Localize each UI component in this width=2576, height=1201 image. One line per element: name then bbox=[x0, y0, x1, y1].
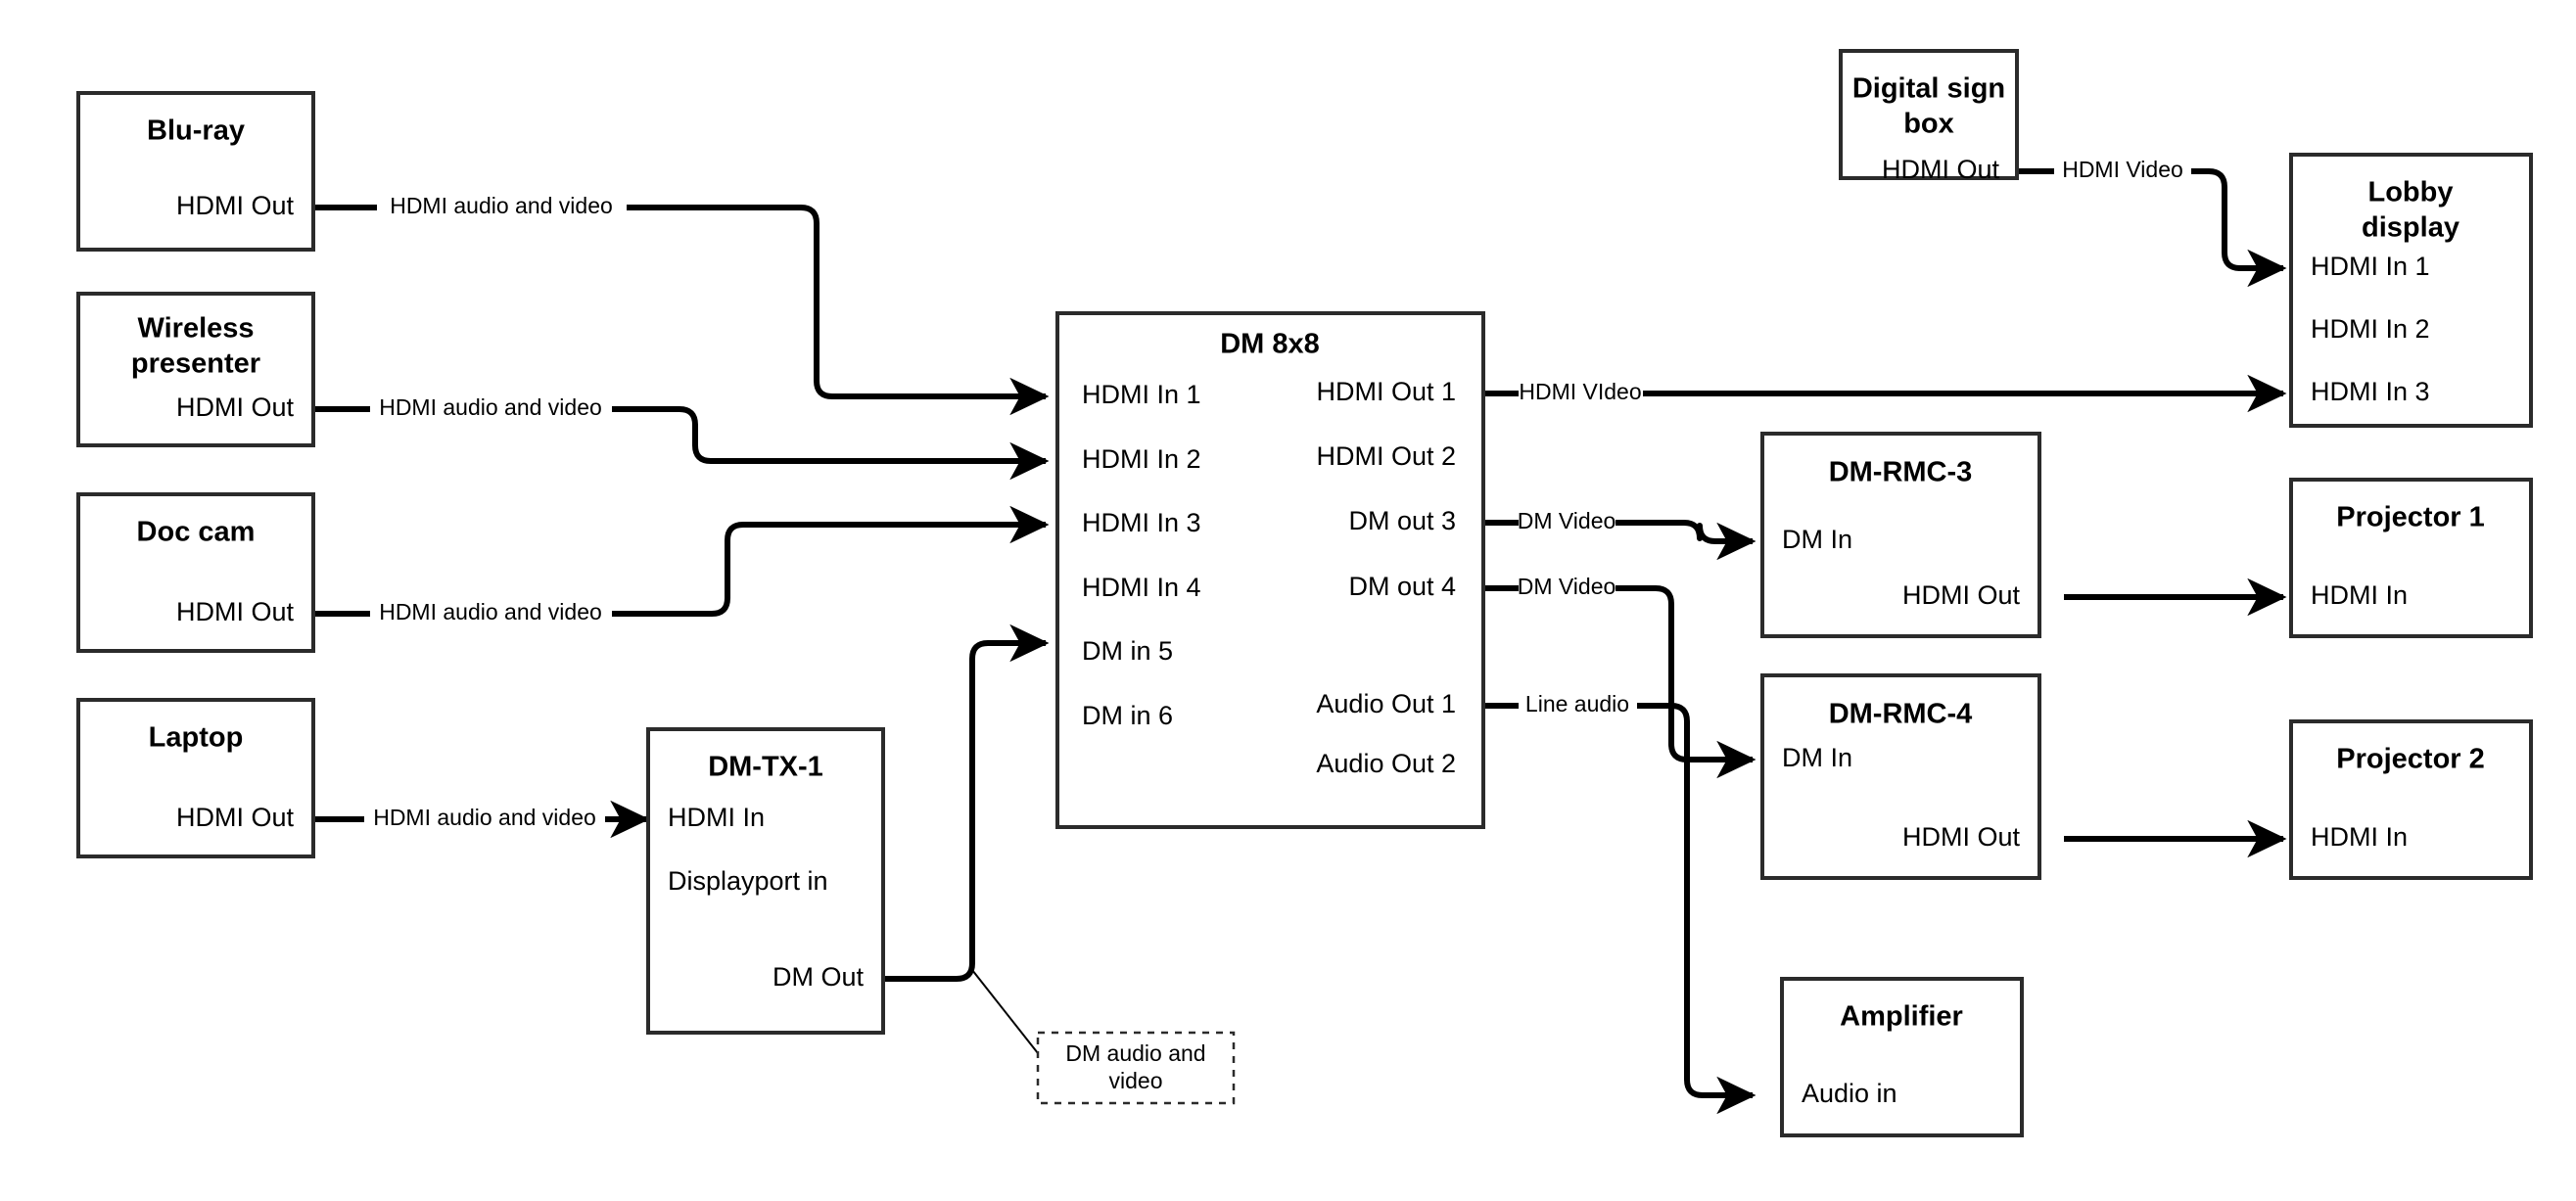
dm-8x8-output-hdmi-out-2: HDMI Out 2 bbox=[1316, 441, 1456, 471]
lobby-display-input-hdmi-in-3: HDMI In 3 bbox=[2311, 377, 2430, 406]
dm-8x8-output-dm-out-3: DM out 3 bbox=[1348, 506, 1456, 535]
wireless-presenter-port-hdmi-out: HDMI Out bbox=[176, 393, 295, 422]
link-label-laptop-to-dmtx1: HDMI audio and video bbox=[373, 805, 596, 830]
wireless-presenter-box[interactable] bbox=[76, 292, 315, 447]
bluray-box[interactable] bbox=[76, 91, 315, 252]
laptop-port-hdmi-out: HDMI Out bbox=[176, 803, 295, 832]
dm-tx-1-title: DM-TX-1 bbox=[708, 752, 823, 783]
doc-cam-box[interactable] bbox=[76, 492, 315, 653]
link-label-dm8x8-audioout1-to-amplifier: Line audio bbox=[1525, 691, 1629, 716]
dm-8x8-title: DM 8x8 bbox=[1220, 329, 1320, 360]
dm-tx-1-port-displayport-in: Displayport in bbox=[668, 866, 828, 896]
doc-cam-title: Doc cam bbox=[137, 517, 256, 548]
link-label-dm8x8-dmout4-to-rmc4: DM Video bbox=[1518, 574, 1616, 599]
dm-tx-1-port-dm-out: DM Out bbox=[773, 962, 865, 992]
lobby-display-title-line2: display bbox=[2362, 212, 2459, 244]
device-laptop[interactable]: Laptop HDMI Out bbox=[76, 698, 315, 858]
projector-2-title: Projector 2 bbox=[2336, 744, 2485, 775]
projector-1-title: Projector 1 bbox=[2336, 502, 2485, 533]
link-label-bluray-to-dm8x8: HDMI audio and video bbox=[390, 193, 613, 218]
lobby-display-box[interactable] bbox=[2289, 153, 2533, 428]
callout-dm-audio-video-line2: video bbox=[1109, 1068, 1163, 1093]
dm-8x8-input-dm-in-6: DM in 6 bbox=[1082, 701, 1173, 730]
dm-rmc-4-box[interactable] bbox=[1760, 673, 2041, 880]
callout-dm-audio-and-video: DM audio and video bbox=[1036, 1031, 1236, 1105]
projector-2-box[interactable] bbox=[2289, 719, 2533, 880]
dm-8x8-output-dm-out-4: DM out 4 bbox=[1348, 572, 1456, 601]
wireless-presenter-title-line2: presenter bbox=[131, 348, 260, 380]
wire-dmtx1-to-dm8x8 bbox=[883, 624, 1050, 1054]
wire-digitalsign-to-lobby bbox=[2017, 168, 2287, 288]
device-bluray[interactable]: Blu-ray HDMI Out bbox=[76, 91, 315, 252]
bluray-port-hdmi-out: HDMI Out bbox=[176, 191, 295, 220]
dm-tx-1-box[interactable] bbox=[646, 727, 885, 1035]
dm-tx-1-port-hdmi-in: HDMI In bbox=[668, 803, 765, 832]
device-doc-cam[interactable]: Doc cam HDMI Out bbox=[76, 492, 315, 653]
dm-8x8-input-hdmi-in-3: HDMI In 3 bbox=[1082, 508, 1201, 537]
lobby-display-input-hdmi-in-1: HDMI In 1 bbox=[2311, 252, 2430, 281]
wireless-presenter-title-line1: Wireless bbox=[137, 313, 254, 345]
dm-rmc-3-port-dm-in: DM In bbox=[1782, 525, 1852, 554]
callout-dm-audio-video-box bbox=[1036, 1031, 1236, 1105]
link-label-dm8x8-hdmiout1-to-lobby: HDMI VIdeo bbox=[1519, 379, 1641, 404]
amplifier-box[interactable] bbox=[1780, 977, 2024, 1137]
device-projector-2[interactable]: Projector 2 HDMI In bbox=[2289, 719, 2533, 880]
link-label-dm8x8-dmout3-to-rmc3: DM Video bbox=[1518, 508, 1616, 533]
device-amplifier[interactable]: Amplifier Audio in bbox=[1780, 977, 2024, 1137]
amplifier-title: Amplifier bbox=[1840, 1001, 1963, 1033]
dm-rmc-4-title: DM-RMC-4 bbox=[1829, 699, 1973, 730]
callout-dm-audio-video-line1: DM audio and bbox=[1065, 1040, 1205, 1066]
wire-doccam-to-dm8x8 bbox=[313, 505, 1050, 617]
link-labels: HDMI audio and video HDMI audio and vide… bbox=[373, 157, 2183, 830]
digital-sign-title-line1: Digital sign bbox=[1852, 73, 2005, 105]
lobby-display-title-line1: Lobby bbox=[2368, 177, 2454, 208]
dm-rmc-3-box[interactable] bbox=[1760, 432, 2041, 638]
digital-sign-port-hdmi-out: HDMI Out bbox=[1882, 155, 2000, 184]
device-dm-tx-1[interactable]: DM-TX-1 HDMI In Displayport in DM Out bbox=[646, 727, 885, 1035]
digital-sign-box[interactable] bbox=[1839, 49, 2019, 180]
laptop-title: Laptop bbox=[149, 722, 244, 754]
lobby-display-input-hdmi-in-2: HDMI In 2 bbox=[2311, 314, 2430, 344]
device-projector-1[interactable]: Projector 1 HDMI In bbox=[2289, 478, 2533, 638]
dm-8x8-input-dm-in-5: DM in 5 bbox=[1082, 636, 1173, 666]
projector-1-box[interactable] bbox=[2289, 478, 2533, 638]
dm-8x8-input-hdmi-in-4: HDMI In 4 bbox=[1082, 573, 1201, 602]
bluray-title: Blu-ray bbox=[147, 115, 245, 147]
dm-8x8-output-hdmi-out-1: HDMI Out 1 bbox=[1316, 377, 1456, 406]
device-dm-rmc-3[interactable]: DM-RMC-3 DM In HDMI Out bbox=[1760, 432, 2041, 638]
device-lobby-display[interactable]: Lobby display HDMI In 1 HDMI In 2 HDMI I… bbox=[2289, 153, 2533, 428]
link-label-wireless-to-dm8x8: HDMI audio and video bbox=[379, 394, 602, 420]
device-dm-8x8[interactable]: DM 8x8 HDMI In 1 HDMI In 2 HDMI In 3 HDM… bbox=[1055, 311, 1485, 829]
amplifier-port-audio-in: Audio in bbox=[1802, 1079, 1897, 1108]
dm-8x8-output-audio-out-2: Audio Out 2 bbox=[1316, 749, 1456, 778]
dm-rmc-4-port-hdmi-out: HDMI Out bbox=[1902, 822, 2021, 852]
doc-cam-port-hdmi-out: HDMI Out bbox=[176, 597, 295, 626]
laptop-box[interactable] bbox=[76, 698, 315, 858]
wire-dm8x8-dmout3-to-rmc3 bbox=[1483, 520, 1756, 561]
digital-sign-title-line2: box bbox=[1903, 109, 1954, 140]
dm-8x8-box[interactable] bbox=[1055, 311, 1485, 829]
projector-2-port-hdmi-in: HDMI In bbox=[2311, 822, 2408, 852]
link-label-digitalsign-to-lobby: HDMI Video bbox=[2062, 157, 2183, 182]
dm-8x8-input-hdmi-in-2: HDMI In 2 bbox=[1082, 444, 1201, 474]
dm-rmc-4-port-dm-in: DM In bbox=[1782, 743, 1852, 772]
device-digital-sign-box[interactable]: Digital sign box HDMI Out bbox=[1839, 49, 2019, 184]
device-wireless-presenter[interactable]: Wireless presenter HDMI Out bbox=[76, 292, 315, 447]
wire-dm8x8-dmout4-to-rmc4 bbox=[1483, 585, 1756, 779]
dm-rmc-3-port-hdmi-out: HDMI Out bbox=[1902, 580, 2021, 610]
wire-wireless-to-dm8x8 bbox=[313, 406, 1050, 481]
dm-8x8-output-audio-out-1: Audio Out 1 bbox=[1316, 689, 1456, 718]
device-dm-rmc-4[interactable]: DM-RMC-4 DM In HDMI Out bbox=[1760, 673, 2041, 880]
dm-rmc-3-title: DM-RMC-3 bbox=[1829, 457, 1973, 488]
link-label-doccam-to-dm8x8: HDMI audio and video bbox=[379, 599, 602, 624]
wire-bluray-to-dm8x8 bbox=[313, 205, 1050, 416]
dm-8x8-input-hdmi-in-1: HDMI In 1 bbox=[1082, 380, 1201, 409]
wire-dm8x8-audioout1-to-amplifier bbox=[1483, 703, 1756, 1115]
projector-1-port-hdmi-in: HDMI In bbox=[2311, 580, 2408, 610]
